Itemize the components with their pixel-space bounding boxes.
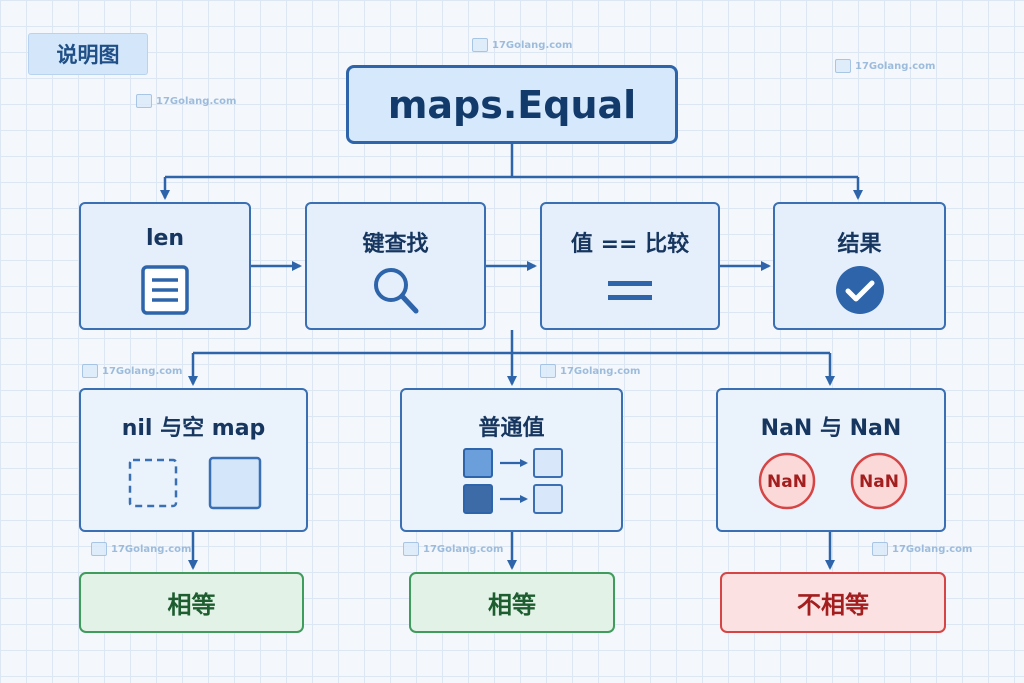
watermark-logo-icon <box>82 364 98 378</box>
result-label: 不相等 <box>797 591 869 619</box>
watermark: 17Golang.com <box>82 364 182 378</box>
diagram-title: maps.Equal <box>387 82 637 127</box>
step-len: len <box>79 202 251 330</box>
step-value-compare: 值 == 比较 <box>540 202 720 330</box>
dashed-square-icon <box>128 458 178 508</box>
nan-circle-right: NaN <box>850 452 908 510</box>
case-nan-nan: NaN 与 NaN NaN NaN <box>716 388 946 532</box>
watermark-logo-icon <box>872 542 888 556</box>
case-label: 普通值 <box>478 416 545 441</box>
document-list-icon <box>141 265 189 315</box>
case-label: nil 与空 map <box>121 416 266 441</box>
watermark: 17Golang.com <box>136 94 236 108</box>
watermark: 17Golang.com <box>540 364 640 378</box>
watermark-logo-icon <box>91 542 107 556</box>
watermark: 17Golang.com <box>91 542 191 556</box>
check-circle-icon <box>835 266 884 314</box>
watermark-logo-icon <box>835 59 851 73</box>
step-label: 值 == 比较 <box>570 232 690 257</box>
magnifier-icon <box>373 268 418 314</box>
step-label: 键查找 <box>362 232 429 257</box>
step-result: 结果 <box>773 202 946 330</box>
result-label: 相等 <box>167 591 216 619</box>
result-equal-1: 相等 <box>79 572 304 633</box>
watermark: 17Golang.com <box>403 542 503 556</box>
case-label: NaN 与 NaN <box>760 416 902 441</box>
step-label: 结果 <box>837 232 882 257</box>
case-ordinary-values: 普通值 <box>400 388 623 532</box>
watermark: 17Golang.com <box>472 38 572 52</box>
watermark-logo-icon <box>540 364 556 378</box>
diagram-tag: 说明图 <box>28 33 148 75</box>
case-nil-empty-map: nil 与空 map <box>79 388 308 532</box>
equals-icon <box>608 281 652 300</box>
watermark-logo-icon <box>136 94 152 108</box>
result-equal-2: 相等 <box>409 572 615 633</box>
step-label: len <box>145 226 185 251</box>
result-not-equal: 不相等 <box>720 572 946 633</box>
value-mapping-icon <box>463 448 563 514</box>
result-label: 相等 <box>488 591 536 619</box>
watermark: 17Golang.com <box>872 542 972 556</box>
step-key-lookup: 键查找 <box>305 202 486 330</box>
nan-circle-left: NaN <box>758 452 816 510</box>
nan-left-text: NaN <box>767 472 807 492</box>
watermark-logo-icon <box>472 38 488 52</box>
solid-square-icon <box>208 456 262 510</box>
title-box: maps.Equal <box>346 65 678 144</box>
watermark: 17Golang.com <box>835 59 935 73</box>
nan-right-text: NaN <box>859 472 899 492</box>
watermark-logo-icon <box>403 542 419 556</box>
